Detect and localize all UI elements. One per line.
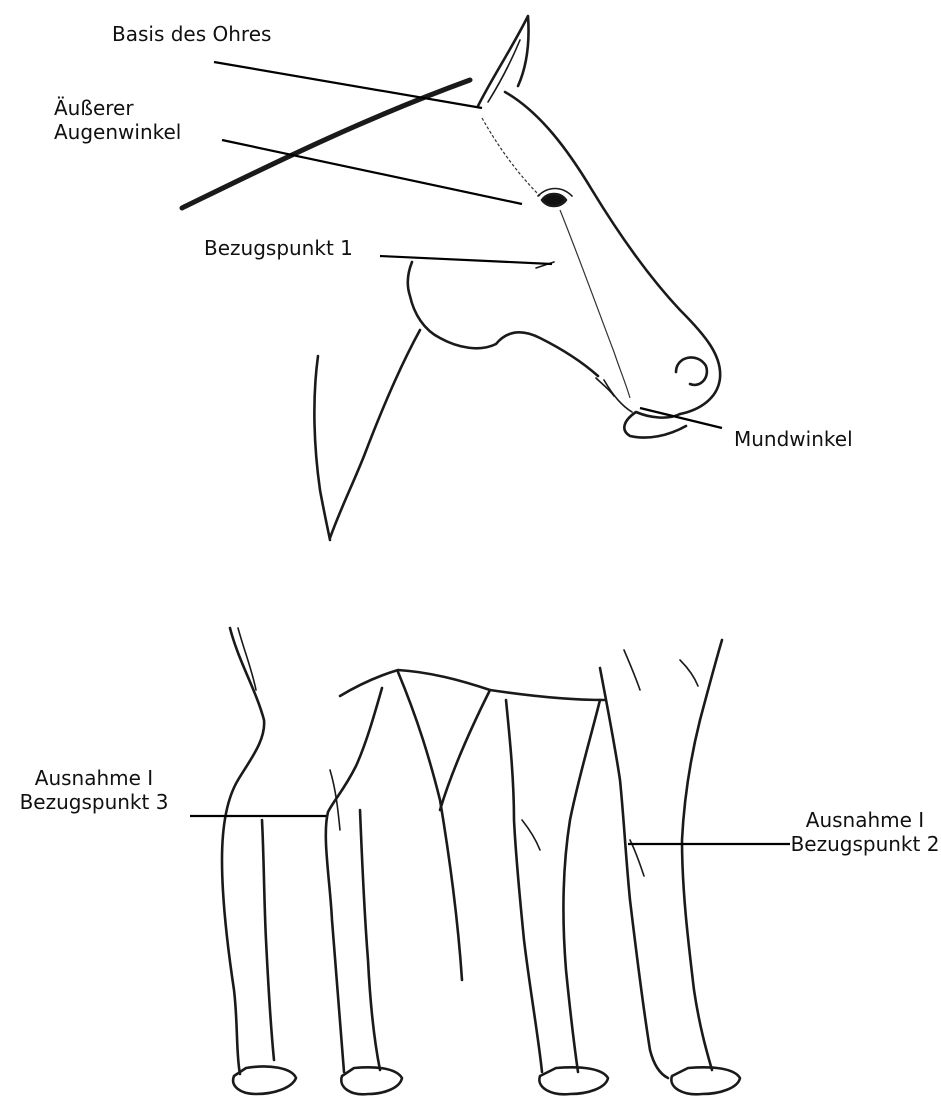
label-outer-eye-line1: Äußerer [54,96,181,120]
label-exception-ref-point-2: Ausnahme I Bezugspunkt 2 [790,808,940,856]
hind-leg-left-front-edge [222,628,264,1074]
hoof-2 [341,1067,402,1094]
label-exception-ref-point-3: Ausnahme I Bezugspunkt 3 [6,766,182,814]
hoof-3 [539,1067,608,1094]
hind-leg-2-back [360,810,380,1070]
fore-leg-4-back [682,640,722,1070]
label-exception-right-line2: Bezugspunkt 2 [790,832,940,856]
knee-4 [630,840,644,876]
label-outer-eye-line2: Augenwinkel [54,120,181,144]
leg4-detail-2 [624,650,640,690]
leg4-detail [680,660,698,686]
label-outer-eye-corner: Äußerer Augenwinkel [54,96,181,144]
label-ref-point-1: Bezugspunkt 1 [204,236,353,260]
label-exception-left-line2: Bezugspunkt 3 [6,790,182,814]
label-exception-left-line1: Ausnahme I [6,766,182,790]
thigh-line [398,672,462,980]
hind-leg-left-back-edge [262,820,274,1060]
label-exception-right-line1: Ausnahme I [790,808,940,832]
fore-leg-3-front [506,700,542,1072]
knee-3 [522,820,540,850]
stifle-line [440,690,490,810]
fore-leg-3-back [563,700,600,1072]
label-ear-base: Basis des Ohres [112,22,271,46]
hind-leg-2-front [326,688,382,1072]
horse-legs-icon [222,628,740,1094]
fore-leg-4-front [600,668,668,1078]
hoof-4 [671,1067,740,1094]
hoof-1 [233,1066,296,1094]
label-mouth-corner: Mundwinkel [734,427,853,451]
